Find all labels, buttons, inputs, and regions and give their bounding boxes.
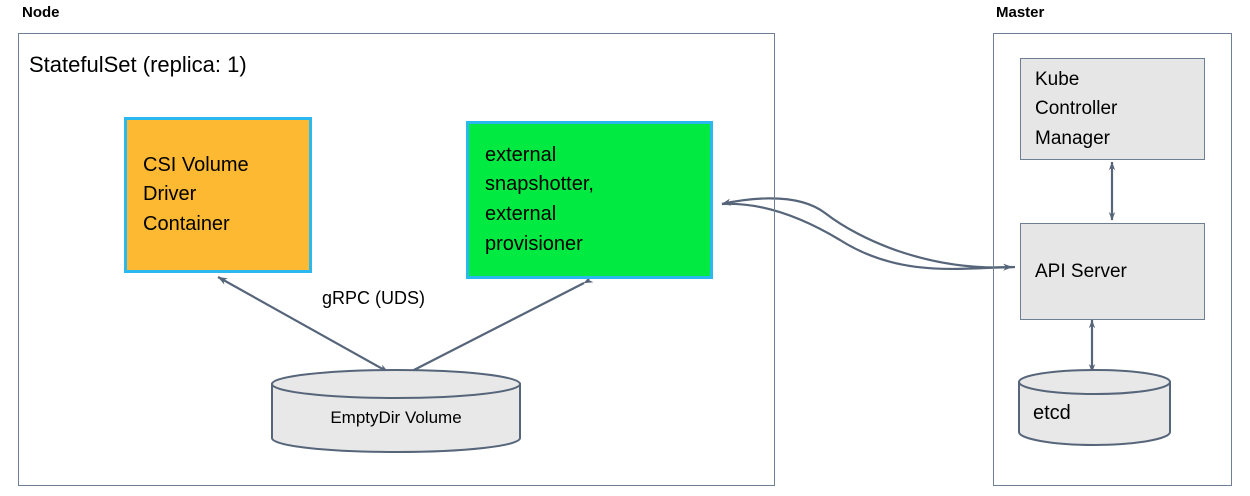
sidecar-line-3: external (485, 203, 557, 225)
node-group-box (18, 33, 775, 486)
csi-driver-line-3: Container (143, 212, 230, 235)
api-server-box[interactable]: API Server (1020, 223, 1205, 320)
master-group-label: Master (996, 4, 1045, 21)
sidecar-line-1: external (485, 143, 557, 166)
kcm-line-1: Kube (1035, 68, 1080, 90)
kube-controller-manager-box[interactable]: Kube Controller Manager (1020, 58, 1205, 160)
kcm-line-2: Controller (1035, 98, 1118, 120)
sidecar-line-4: provisioner (485, 232, 583, 255)
etcd-cylinder[interactable]: etcd (1017, 368, 1172, 448)
emptydir-volume-cylinder[interactable]: EmptyDir Volume (270, 368, 522, 454)
node-group-label: Node (22, 4, 60, 21)
csi-driver-line-2: Driver (143, 183, 197, 206)
api-server-label: API Server (1035, 260, 1127, 282)
etcd-label: etcd (1033, 402, 1071, 424)
statefulset-title: StatefulSet (replica: 1) (29, 52, 247, 77)
external-sidecars-box[interactable]: external snapshotter, external provision… (466, 121, 713, 279)
csi-volume-driver-container-box[interactable]: CSI Volume Driver Container (124, 117, 312, 273)
master-group-box (993, 33, 1232, 486)
csi-driver-line-1: CSI Volume (143, 153, 249, 176)
kcm-line-3: Manager (1035, 127, 1110, 149)
grpc-uds-edge-label: gRPC (UDS) (322, 288, 426, 308)
emptydir-volume-label: EmptyDir Volume (330, 408, 462, 427)
sidecar-line-2: snapshotter, (485, 173, 594, 196)
